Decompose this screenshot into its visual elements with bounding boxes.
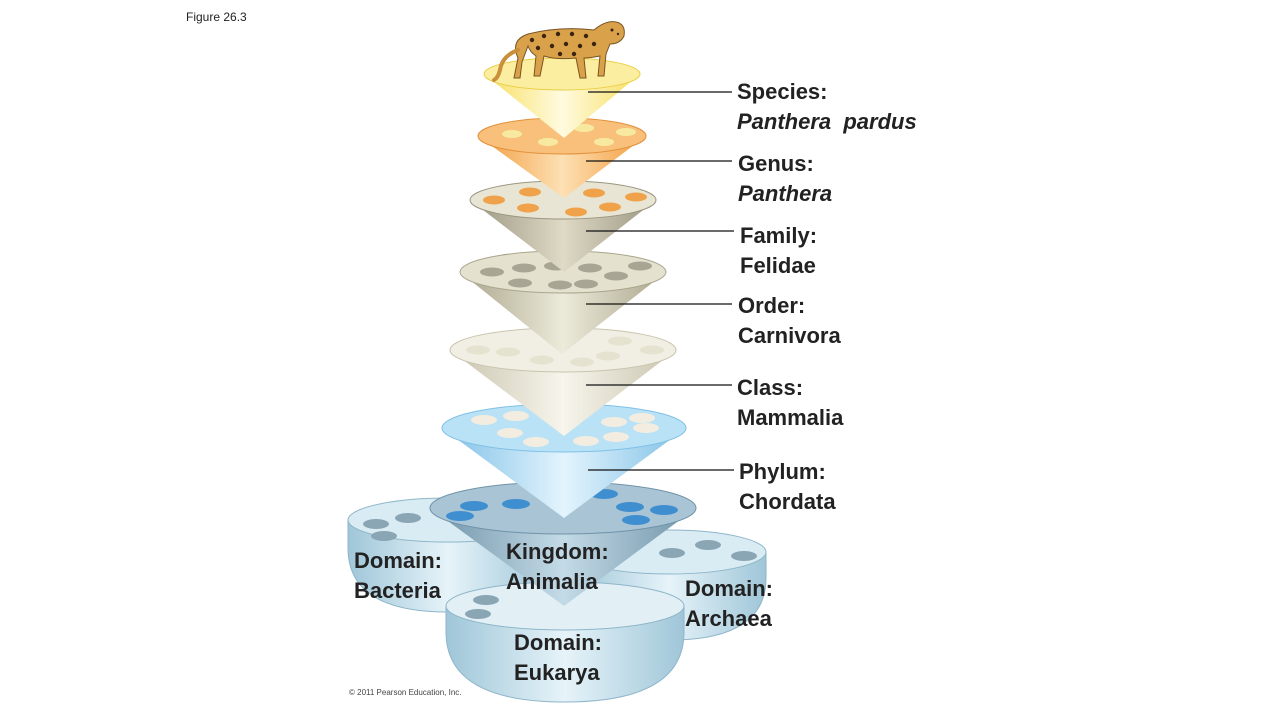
domain-bacteria-label: Domain: Bacteria <box>354 546 442 606</box>
leopard-illustration <box>492 21 625 82</box>
class-label: Class: Mammalia <box>737 373 843 433</box>
species-rank-name: Species: <box>737 79 828 104</box>
phylum-cone <box>441 403 687 518</box>
leader-lines <box>586 91 734 471</box>
domain-archaea-name: Domain: <box>685 576 773 601</box>
order-cone <box>459 250 667 354</box>
kingdom-label: Kingdom: Animalia <box>506 537 609 597</box>
species-rank-value: Panthera pardus <box>737 109 917 134</box>
kingdom-rank-value: Animalia <box>506 569 598 594</box>
genus-rank-value: Panthera <box>738 181 833 206</box>
phylum-rank-value: Chordata <box>739 489 836 514</box>
domain-archaea-value: Archaea <box>685 606 772 631</box>
class-rank-name: Class: <box>737 375 804 400</box>
copyright-notice: © 2011 Pearson Education, Inc. <box>349 688 462 697</box>
species-label: Species: Panthera pardus <box>737 77 917 137</box>
domain-archaea-label: Domain: Archaea <box>685 574 773 634</box>
order-rank-value: Carnivora <box>738 323 841 348</box>
domain-eukarya-value: Eukarya <box>514 660 600 685</box>
phylum-rank-name: Phylum: <box>739 459 826 484</box>
family-cone <box>469 180 657 272</box>
class-rank-value: Mammalia <box>737 405 844 430</box>
domain-eukarya-bowl <box>445 581 685 703</box>
order-rank-name: Order: <box>738 293 806 318</box>
genus-label: Genus: Panthera <box>738 149 832 209</box>
figure-label: Figure 26.3 <box>186 10 247 24</box>
domain-eukarya-name: Domain: <box>514 630 602 655</box>
genus-rank-name: Genus: <box>738 151 814 176</box>
phylum-label: Phylum: Chordata <box>739 457 836 517</box>
family-label: Family: Felidae <box>740 221 817 281</box>
order-label: Order: Carnivora <box>738 291 841 351</box>
family-rank-name: Family: <box>740 223 818 248</box>
domain-eukarya-label: Domain: Eukarya <box>514 628 602 688</box>
domain-bacteria-name: Domain: <box>354 548 442 573</box>
kingdom-rank-name: Kingdom: <box>506 539 609 564</box>
family-rank-value: Felidae <box>740 253 816 278</box>
domain-bacteria-value: Bacteria <box>354 578 441 603</box>
